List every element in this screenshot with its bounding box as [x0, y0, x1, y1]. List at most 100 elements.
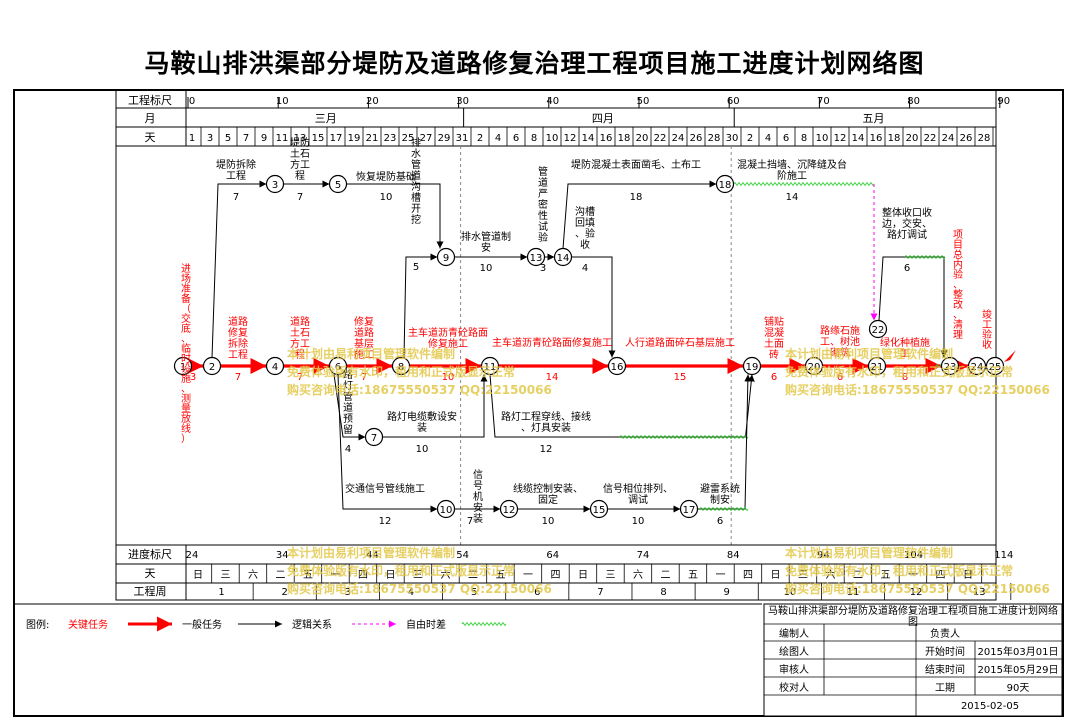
task-name-t17: 避雷系统制安: [700, 482, 740, 506]
node-2: [202, 356, 222, 376]
node-5: [328, 174, 348, 194]
week-label: 工程周: [134, 585, 167, 598]
day-cell: 4: [495, 133, 501, 144]
task-duration-t14_18: 18: [630, 192, 643, 203]
day-cell: 13: [294, 133, 307, 144]
node-1: [173, 356, 193, 376]
day-cell: 18: [888, 133, 901, 144]
legend-label: 图例:: [26, 618, 49, 631]
day-cell: 12: [564, 133, 577, 144]
task-name-t4_6: 道路土石方工程: [290, 315, 310, 361]
weekday-cell: 三: [413, 570, 423, 581]
watermark-text: 购买咨询电话:18675550537 QQ:22150066: [287, 382, 552, 397]
float-wave-11: [619, 435, 749, 439]
task-name-t_green: 绿化种植施工: [880, 336, 930, 360]
weekday-cell: 三: [798, 570, 808, 581]
task-name-t1b: （交底、临时设施、测量放线）: [181, 303, 191, 445]
task-duration-t13_14: 3: [540, 263, 546, 274]
week-cell: 6: [534, 587, 540, 598]
task-name-t9_13: 排水管道制安: [461, 230, 511, 254]
weekday-cell: 五: [496, 570, 506, 581]
top-scale-tick: 80: [907, 96, 920, 107]
weekday-cell: 一: [908, 570, 918, 581]
arrow-5-9: [346, 183, 444, 249]
progress-tick: 114: [994, 550, 1013, 561]
node-label-1: 1: [180, 362, 186, 373]
node-12: [499, 499, 519, 519]
task-duration-t9_13: 10: [480, 263, 493, 274]
watermark-text: 购买咨询电话:18675550537 QQ:22150066: [785, 581, 1050, 596]
weekday-cell: 六: [633, 569, 643, 581]
task-duration-t1: 3: [190, 372, 196, 383]
legend-float-label: 自由时差: [406, 618, 446, 631]
task-duration-t6_7: 4: [345, 444, 351, 455]
watermark-text: 免费体验版有水印，租用和正式版显示正常: [287, 563, 515, 578]
day-cell: 22: [654, 133, 667, 144]
node-label-7: 7: [371, 433, 377, 444]
top-scale-tick: 0: [189, 96, 195, 107]
day-cell: 28: [978, 133, 991, 144]
task-name-t2_4: 道路修复拆除工程: [228, 315, 248, 361]
task-duration-t6_8: 7: [361, 372, 367, 383]
node-label-15: 15: [593, 505, 606, 516]
arrow-6-7: [333, 374, 366, 441]
task-name-t2_3: 堤防拆除工程: [216, 158, 256, 182]
node-label-10: 10: [440, 505, 453, 516]
task-name-t18_23: 混凝土挡墙、沉降缝及台阶施工: [737, 158, 847, 182]
task-name-t1a: 进场准备: [181, 263, 191, 305]
node-label-12: 12: [503, 505, 516, 516]
week-cell: 1: [218, 587, 224, 598]
task-duration-t14_16: 4: [582, 263, 588, 274]
node-7: [364, 427, 384, 447]
week-cell: 12: [910, 587, 923, 598]
watermark-text: 免费体验版有水印，租用和正式版显示正常: [287, 364, 515, 379]
day-cell: 12: [834, 133, 847, 144]
node-6: [328, 356, 348, 376]
day-cell: 28: [708, 133, 721, 144]
node-label-14: 14: [557, 253, 570, 264]
task-duration-t20_23: 6: [837, 372, 843, 383]
task-duration-t16_19: 15: [674, 372, 687, 383]
top-scale-tick: 30: [456, 96, 469, 107]
day-cell: 9: [261, 133, 267, 144]
weekday-cell: 四: [936, 570, 946, 581]
task-name-t13_14: 管道严密性试验: [538, 165, 548, 244]
week-cell: 13: [973, 587, 986, 598]
day-cell: 14: [582, 133, 595, 144]
weekday-cell: 日: [771, 570, 781, 581]
task-name-t7_11: 路灯电缆敷设安装: [387, 410, 457, 434]
info-cell: 绘图人: [779, 645, 809, 658]
node-label-5: 5: [335, 180, 341, 191]
info-cell: 负责人: [930, 627, 960, 640]
arrow-14-16: [571, 256, 616, 358]
task-duration-t8_9: 5: [413, 262, 419, 273]
node-18: [715, 174, 735, 194]
progress-tick: 74: [637, 550, 650, 561]
weekday-cell: 四: [358, 570, 368, 581]
node-label-3: 3: [272, 180, 278, 191]
weekday-cell: 一: [523, 570, 533, 581]
info-cell: 2015年05月29日: [978, 663, 1059, 676]
day-cell: 20: [906, 133, 919, 144]
week-cell: 8: [660, 587, 666, 598]
node-label-19: 19: [746, 362, 759, 373]
float-wave-22: [904, 255, 946, 259]
day-cell: 16: [600, 133, 613, 144]
week-cell: 7: [597, 587, 603, 598]
node-24: [967, 356, 987, 376]
watermark-text: 本计划由易利项目管理软件编制: [785, 545, 953, 560]
node-11: [480, 356, 500, 376]
node-25: [985, 356, 1005, 376]
day-cell: 30: [726, 133, 739, 144]
weekday-cell: 二: [661, 570, 671, 581]
node-label-4: 4: [272, 362, 278, 373]
progress-tick: 24: [186, 550, 199, 561]
progress-tick: 94: [817, 550, 830, 561]
task-duration-t_green: 8: [902, 372, 908, 383]
info-cell: 审核人: [779, 663, 809, 676]
task-duration-t6_10: 12: [379, 516, 392, 527]
day-cell: 1: [189, 133, 195, 144]
info-cell: 结束时间: [925, 663, 965, 676]
month-name: 三月: [315, 112, 337, 125]
